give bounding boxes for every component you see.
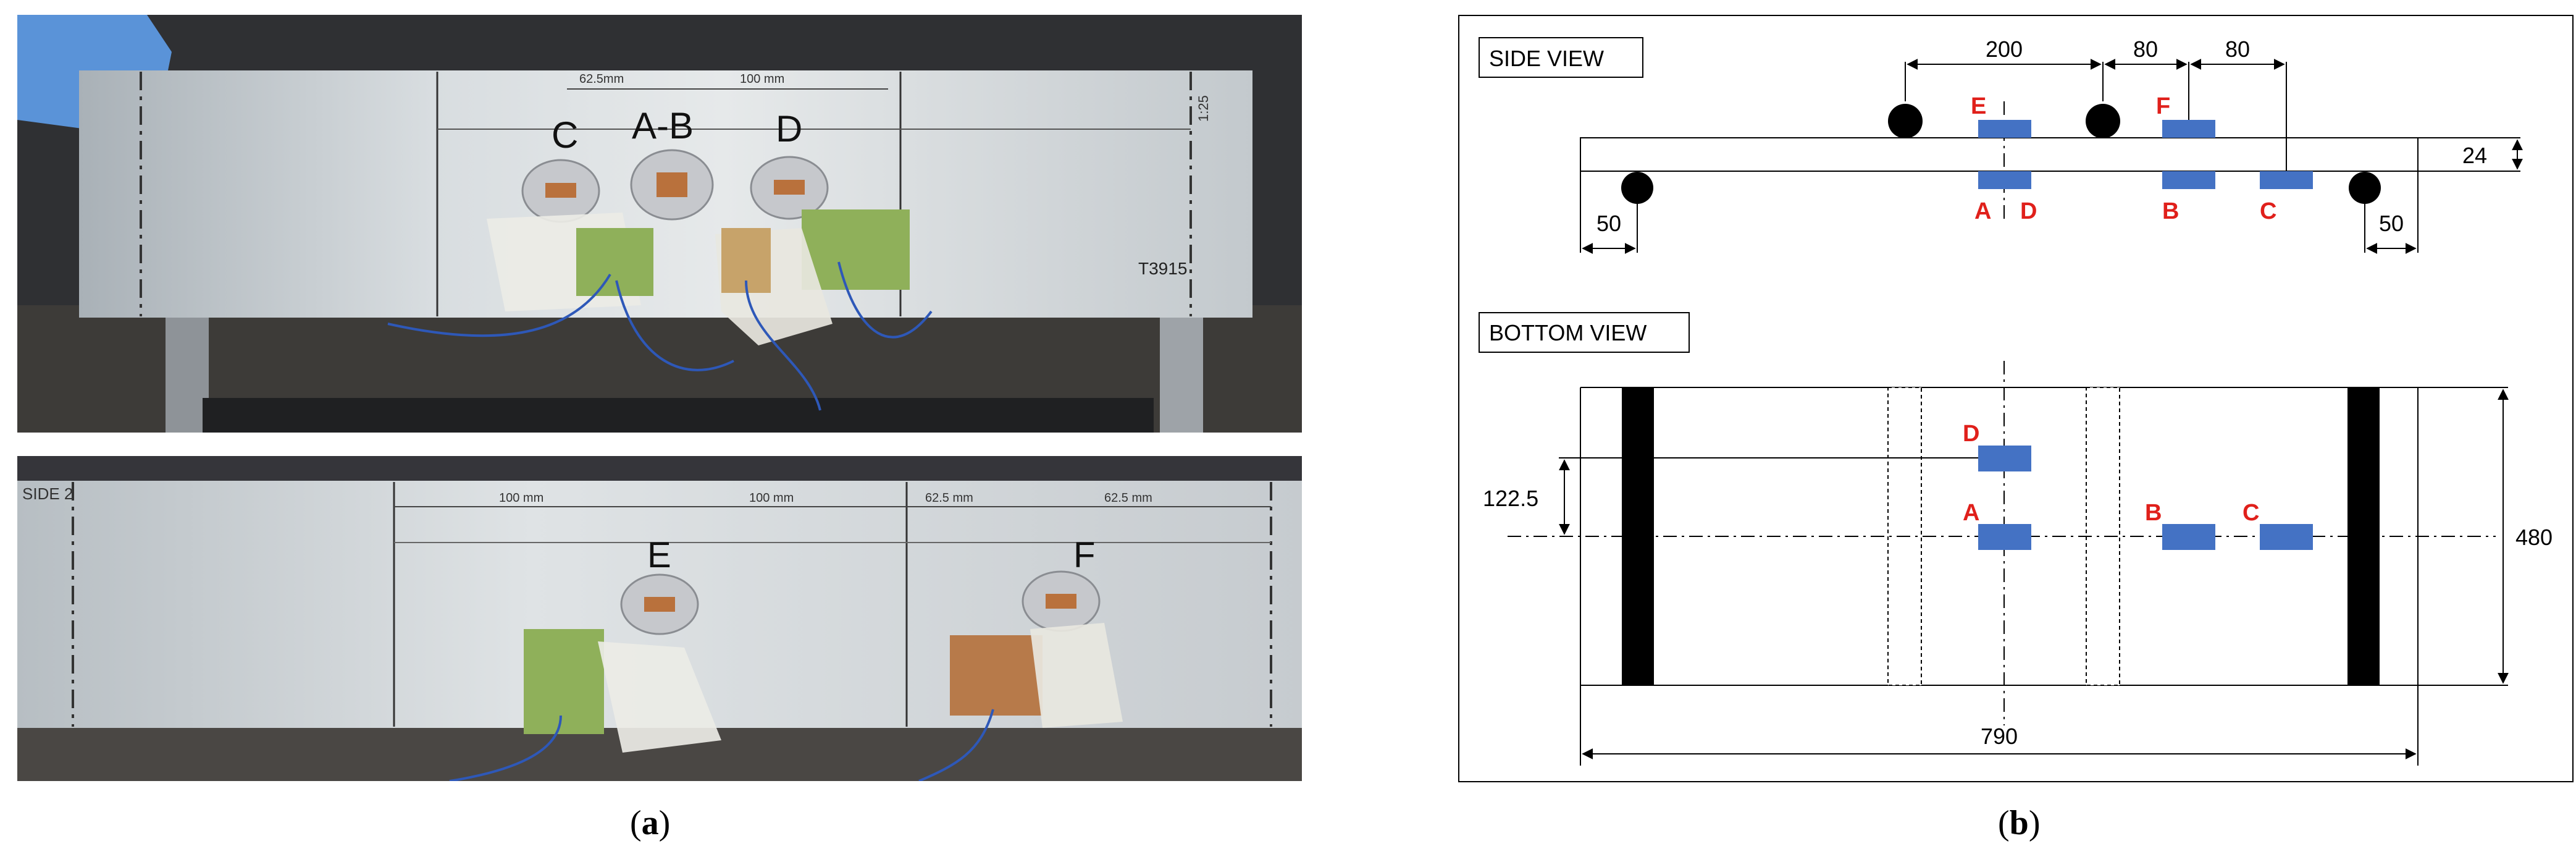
dimension-790-label: 790 <box>1981 724 2018 749</box>
dimension-50-left-label: 50 <box>1596 211 1621 236</box>
terminal-board <box>950 635 1043 716</box>
caption-a-letter: a <box>641 804 659 842</box>
plate-side-mark: SIDE 2 <box>22 484 73 503</box>
gauge-label-e: E <box>647 535 671 575</box>
plate-side-mark: 1:25 <box>1196 95 1211 122</box>
gauge-label-d: D <box>776 108 802 150</box>
masking-tape <box>598 641 721 753</box>
masking-tape <box>1030 623 1123 728</box>
dimension-80a-label: 80 <box>2133 36 2158 62</box>
gauge-f-side <box>2162 120 2215 138</box>
label-b-bottom: B <box>2145 500 2162 526</box>
dimension-200 <box>1905 59 2104 101</box>
gauge-b-side <box>2162 171 2215 189</box>
label-d-bottom: D <box>1963 421 1979 447</box>
caption-b-letter: b <box>2009 804 2029 842</box>
lead-wires <box>387 261 933 411</box>
schematic-diagram: SIDE VIEW E F A D B C 200 80 80 24 <box>1458 15 2574 782</box>
plate-id-mark: T3915 <box>1138 259 1187 278</box>
plate-dim-label: 100 mm <box>499 491 543 505</box>
plate-dim-label: 62.5 mm <box>1104 491 1152 505</box>
strain-gauge-f <box>1022 570 1101 632</box>
label-b-side: B <box>2162 198 2179 224</box>
label-a-side: A <box>1974 198 1991 224</box>
terminal-board <box>802 209 910 290</box>
gauge-label-f: F <box>1073 535 1095 575</box>
support-roller-right <box>2349 172 2381 204</box>
label-a-bottom: A <box>1963 500 1979 526</box>
load-roller-left <box>1888 104 1923 138</box>
lead-wires <box>449 709 994 781</box>
strain-gauge-d <box>750 156 829 220</box>
label-c-bottom: C <box>2242 500 2259 526</box>
dimension-80b <box>2190 59 2287 171</box>
label-d-side: D <box>2020 198 2037 224</box>
dimension-80a <box>2104 59 2189 120</box>
gauge-c-bottom <box>2260 524 2313 550</box>
strain-gauge-c <box>521 159 600 223</box>
gauge-e-side <box>1978 120 2031 138</box>
dimension-50-left <box>1580 171 1638 254</box>
label-f-side: F <box>2156 93 2170 119</box>
bottom-view-title: BOTTOM VIEW <box>1489 320 1647 345</box>
terminal-board <box>576 228 653 296</box>
strain-gauge-ab <box>630 149 714 221</box>
plate-dim-label: 62.5 mm <box>925 491 973 505</box>
caption-b: (b) <box>1998 804 2041 842</box>
photo-top-specimen: 62.5mm 100 mm 1:25 T3915 C A-B D <box>17 15 1302 433</box>
gauge-d-bottom <box>1978 446 2031 471</box>
gauge-b-bottom <box>2162 524 2215 550</box>
dimension-50-right <box>2364 171 2419 254</box>
terminal-board <box>524 629 604 734</box>
dimension-122-5-label: 122.5 <box>1483 486 1538 511</box>
support-roller-left <box>1621 172 1653 204</box>
load-roller-right <box>2086 104 2120 138</box>
label-e-side: E <box>1971 93 1986 119</box>
steel-roller-right <box>1160 305 1203 433</box>
plate-dim-label: 100 mm <box>749 491 794 505</box>
dimension-24 <box>2418 137 2523 172</box>
gauge-c-side <box>2260 171 2313 189</box>
dimension-50-right-label: 50 <box>2379 211 2404 236</box>
dimension-480-label: 480 <box>2515 525 2553 550</box>
plate-dim-label: 62.5mm <box>579 72 624 86</box>
dimension-80b-label: 80 <box>2225 36 2250 62</box>
side-view-beam <box>1580 137 2419 172</box>
strain-gauge-e <box>620 573 699 635</box>
label-c-side: C <box>2260 198 2276 224</box>
roller-base <box>203 398 1154 433</box>
bottom-view-title-box <box>1479 312 1690 353</box>
photo-bottom-specimen: SIDE 2 100 mm 100 mm 62.5 mm 62.5 mm E F <box>17 456 1302 781</box>
dimension-24-label: 24 <box>2462 143 2487 168</box>
plate-dim-label: 100 mm <box>740 72 784 86</box>
gauge-a-side <box>1978 171 2031 189</box>
gauge-label-c: C <box>552 114 578 156</box>
gauge-a-bottom <box>1978 524 2031 550</box>
caption-a: (a) <box>630 804 671 842</box>
steel-roller-left <box>166 318 209 433</box>
gauge-label-ab: A-B <box>632 105 694 146</box>
dimension-122-5 <box>1559 457 1978 535</box>
dimension-200-label: 200 <box>1986 36 2023 62</box>
side-view-title-box <box>1479 37 1643 78</box>
side-view-title: SIDE VIEW <box>1489 46 1604 71</box>
